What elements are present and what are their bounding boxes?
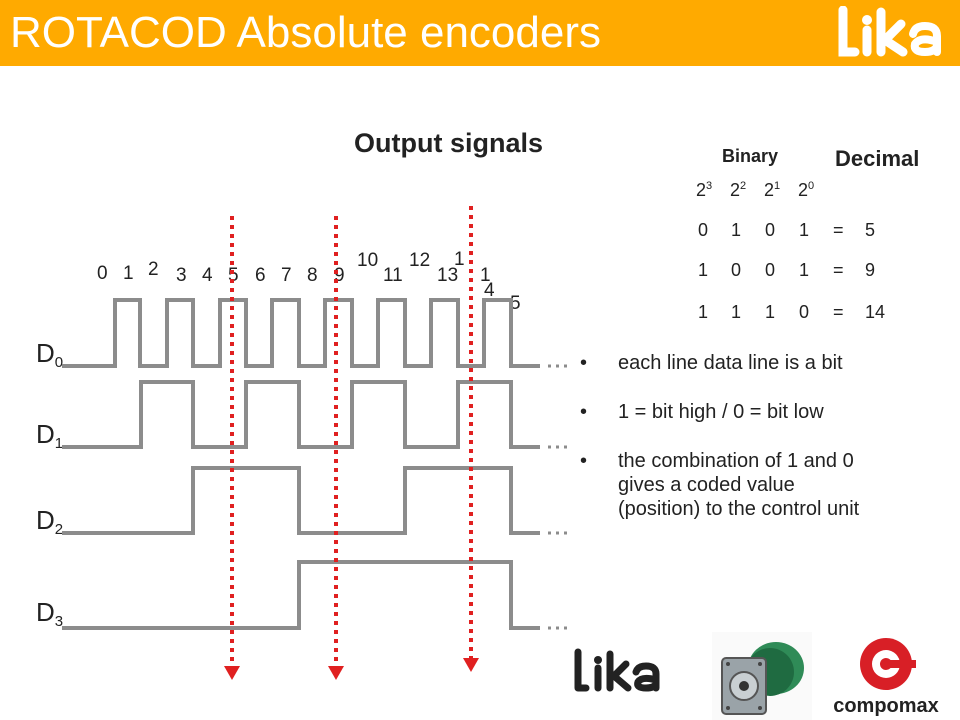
binary-heading: Binary: [722, 146, 779, 166]
power-of-two: 20: [798, 180, 815, 200]
waveform-d0: [62, 298, 540, 368]
table-cell: =: [833, 260, 844, 280]
table-cell: 0: [698, 220, 709, 240]
table-cell: 1: [765, 302, 776, 322]
compomax-logo: compomax: [833, 638, 939, 717]
signal-label-d3: D3: [36, 597, 64, 630]
step-label: 2: [148, 259, 159, 280]
bullet-item: •the combination of 1 and 0: [580, 450, 854, 472]
svg-text:compomax: compomax: [833, 695, 939, 717]
table-cell: =: [833, 302, 844, 322]
step-label: 11: [383, 265, 403, 286]
table-cell: 9: [865, 260, 876, 280]
position-marker-arrow: [328, 666, 344, 680]
table-cell: =: [833, 220, 844, 240]
bullet-item: •1 = bit high / 0 = bit low: [580, 401, 824, 423]
waveform-d1: [62, 380, 540, 449]
header-bar: [0, 0, 960, 66]
table-cell: 14: [865, 302, 886, 322]
table-cell: 1: [799, 220, 810, 240]
lika-header-logo: [838, 6, 941, 57]
decimal-heading: Decimal: [835, 146, 920, 171]
power-of-two: 23: [696, 180, 713, 200]
step-label: 3: [176, 265, 187, 286]
encoder-photo: [712, 632, 812, 720]
table-cell: 1: [799, 260, 810, 280]
table-cell: 1: [698, 260, 709, 280]
table-cell: 0: [799, 302, 810, 322]
step-label: 4: [202, 265, 213, 286]
step-label: 5: [228, 265, 239, 286]
step-label: 1: [480, 265, 491, 286]
signal-label-d2: D2: [36, 505, 64, 538]
position-marker-arrow: [463, 658, 479, 672]
table-cell: 0: [731, 260, 742, 280]
step-label: 0: [97, 263, 108, 284]
step-label: 10: [357, 250, 379, 271]
position-marker-arrow: [224, 666, 240, 680]
step-label: 1: [454, 249, 465, 270]
slide-title: ROTACOD Absolute encoders: [10, 8, 601, 57]
table-cell: 1: [731, 220, 742, 240]
step-label: 9: [334, 265, 345, 286]
step-label: 4: [484, 280, 495, 301]
bullet-item: •each line data line is a bit: [580, 352, 843, 374]
signal-label-d0: D0: [36, 338, 64, 371]
step-label: 12: [409, 250, 431, 271]
power-of-two: 22: [730, 180, 747, 200]
bullet-continuation: gives a coded value: [618, 474, 795, 496]
step-label: 7: [281, 265, 292, 286]
bullet-continuation: (position) to the control unit: [618, 498, 860, 520]
step-label: 5: [510, 293, 521, 314]
waveform-d3: [62, 560, 540, 630]
power-of-two: 21: [764, 180, 781, 200]
table-cell: 1: [731, 302, 742, 322]
table-cell: 1: [698, 302, 709, 322]
output-signals-title: Output signals: [354, 128, 543, 158]
signal-label-d1: D1: [36, 419, 64, 452]
step-label: 6: [255, 265, 266, 286]
table-cell: 0: [765, 220, 776, 240]
step-label: 13: [437, 265, 459, 286]
table-cell: 0: [765, 260, 776, 280]
lika-footer-logo: [574, 648, 660, 692]
step-label: 1: [123, 263, 134, 284]
waveform-d2: [62, 466, 540, 535]
step-label: 8: [307, 265, 318, 286]
table-cell: 5: [865, 220, 876, 240]
